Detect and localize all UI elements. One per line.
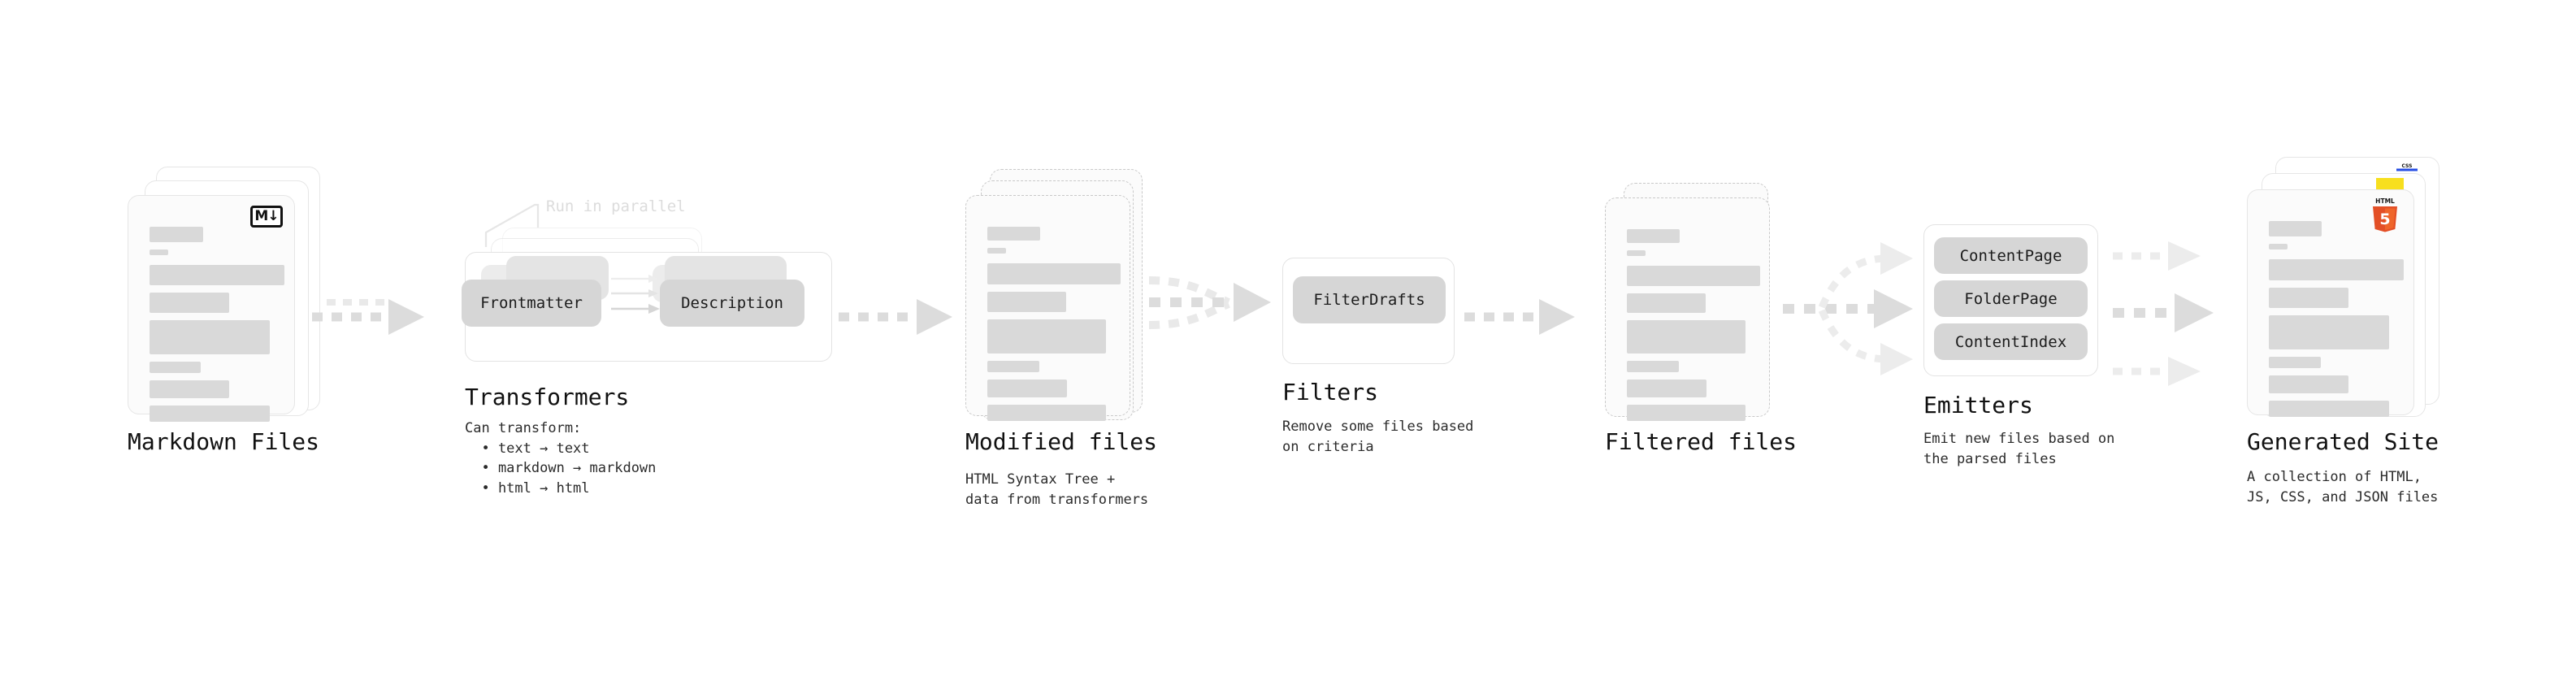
emitters-subtitle: Emit new files based on the parsed files: [1923, 431, 2115, 467]
transformers-pill-frontmatter[interactable]: Frontmatter: [462, 280, 601, 327]
svg-text:5: 5: [2379, 210, 2390, 228]
generated-site-subtitle: A collection of HTML, JS, CSS, and JSON …: [2247, 469, 2439, 505]
filters-pill-filterdrafts[interactable]: FilterDrafts: [1293, 276, 1446, 323]
filtered-card-front: [1605, 197, 1770, 421]
transformer-inner-arrows: [611, 275, 660, 314]
modified-files-title: Modified files: [965, 428, 1158, 455]
html5-icon: HTML 5: [2370, 197, 2400, 232]
markdown-icon: M↓: [250, 206, 283, 228]
filters-title: Filters: [1282, 379, 1379, 406]
modified-card-front: [965, 195, 1130, 421]
markdown-files-title: Markdown Files: [128, 428, 320, 455]
arrow-modified-to-filters: [1148, 276, 1271, 329]
transformers-title: Transformers: [465, 384, 630, 410]
run-in-parallel-bracket: [484, 203, 540, 247]
generated-site-title: Generated Site: [2247, 428, 2439, 455]
modified-files-subtitle: HTML Syntax Tree + data from transformer…: [965, 471, 1149, 508]
arrow-filters-to-filtered: [1464, 299, 1575, 335]
svg-text:CSS: CSS: [2402, 163, 2413, 169]
generated-skeleton-lines: [2269, 221, 2404, 424]
arrow-filtered-to-emitters: [1783, 242, 1913, 375]
arrow-transformers-to-modified: [839, 299, 952, 335]
run-in-parallel-label: Run in parallel: [546, 197, 686, 215]
markdown-skeleton-lines: [150, 227, 284, 429]
transformers-subtitle: Can transform: • text → text • markdown …: [465, 420, 657, 497]
filtered-files-title: Filtered files: [1605, 428, 1798, 455]
emitters-pill-folderpage[interactable]: FolderPage: [1934, 280, 2088, 317]
arrow-emitters-to-site: [2113, 241, 2214, 386]
transformers-pill-description[interactable]: Description: [660, 280, 804, 327]
generated-card-front: HTML 5: [2247, 189, 2414, 417]
svg-text:HTML: HTML: [2375, 197, 2395, 205]
filtered-skeleton-lines: [1627, 229, 1760, 428]
arrow-markdown-to-transformers: [312, 299, 424, 335]
css-icon: CSS: [2393, 163, 2421, 172]
filters-subtitle: Remove some files based on criteria: [1282, 419, 1474, 455]
modified-skeleton-lines: [987, 227, 1121, 428]
emitters-pill-contentpage[interactable]: ContentPage: [1934, 237, 2088, 274]
markdown-card-front: M↓: [128, 195, 295, 422]
emitters-title: Emitters: [1923, 392, 2033, 419]
emitters-pill-contentindex[interactable]: ContentIndex: [1934, 323, 2088, 360]
js-icon: [2376, 178, 2404, 193]
